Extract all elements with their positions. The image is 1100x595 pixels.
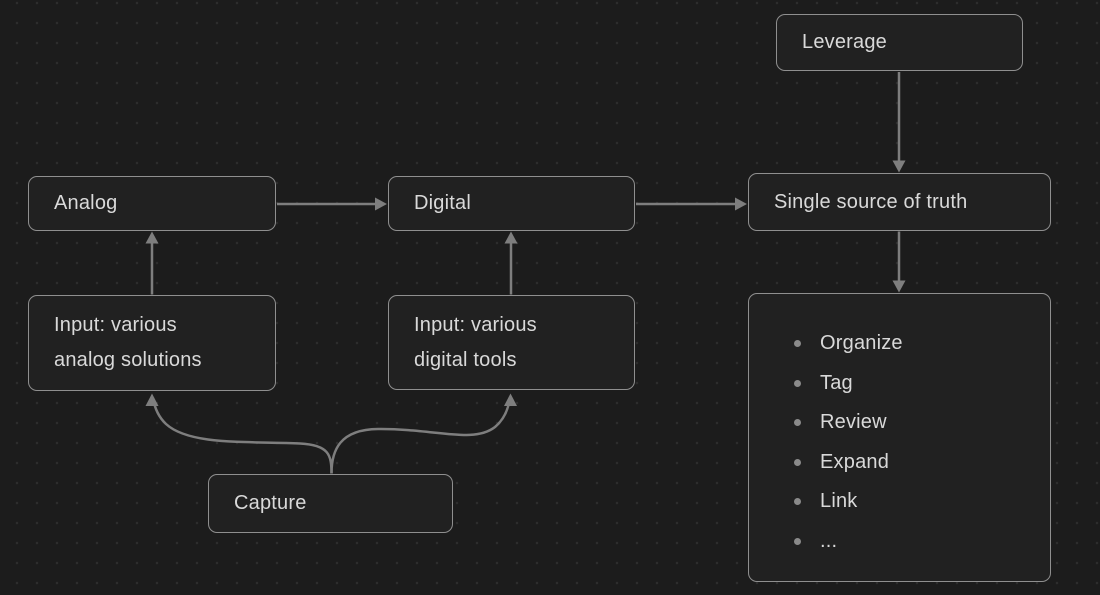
edge-single-source-to-actions (892, 231, 906, 293)
arrowhead-icon (375, 197, 387, 211)
list-item: Expand (749, 443, 1040, 483)
edge-analog-to-digital (277, 197, 387, 211)
list-item: Link (749, 482, 1040, 522)
list-item-label: Link (820, 490, 858, 513)
list-item-label: Organize (820, 332, 903, 355)
node-capture[interactable]: Capture (208, 474, 453, 533)
node-input-digital[interactable]: Input: various digital tools (388, 295, 635, 390)
node-input-analog[interactable]: Input: various analog solutions (28, 295, 276, 391)
bullet-icon (794, 537, 801, 545)
edge-input-digital-to-digital (504, 231, 518, 295)
arrowhead-icon (145, 393, 159, 406)
bullet-icon (794, 340, 801, 348)
arrowhead-icon (504, 231, 518, 244)
list-item: ... (749, 522, 1040, 562)
edge-leverage-to-single-source (892, 72, 906, 173)
node-label: Analog (54, 192, 118, 214)
node-label: Input: various analog solutions (54, 314, 202, 371)
node-single-source-of-truth[interactable]: Single source of truth (748, 173, 1051, 231)
list-item: Organize (749, 324, 1040, 364)
arrowhead-icon (735, 197, 747, 211)
list-item-label: Review (820, 411, 887, 434)
arrowhead-icon (504, 393, 517, 406)
node-label: Leverage (802, 31, 887, 53)
edge-digital-to-single-source (636, 197, 747, 211)
actions-list: Organize Tag Review Expand Link ... (749, 324, 1040, 561)
edge-input-analog-to-analog (145, 231, 159, 295)
node-label: Capture (234, 492, 307, 514)
edge-capture-to-input-digital (330, 393, 517, 474)
node-label: Single source of truth (774, 190, 968, 213)
list-item-label: ... (820, 529, 838, 552)
node-actions-list[interactable]: Organize Tag Review Expand Link ... (748, 293, 1051, 582)
list-item: Review (749, 403, 1040, 443)
node-label: Input: various digital tools (414, 313, 537, 371)
node-analog[interactable]: Analog (28, 176, 276, 231)
list-item: Tag (749, 364, 1040, 404)
arrowhead-icon (892, 160, 906, 173)
node-label: Digital (414, 192, 471, 214)
node-digital[interactable]: Digital (388, 176, 635, 231)
node-leverage[interactable]: Leverage (776, 14, 1023, 71)
bullet-icon (794, 458, 801, 466)
list-item-label: Expand (820, 450, 890, 473)
edge-capture-to-input-analog (145, 393, 333, 474)
arrowhead-icon (892, 280, 906, 293)
bullet-icon (794, 419, 801, 427)
bullet-icon (794, 379, 801, 387)
bullet-icon (794, 498, 801, 506)
list-item-label: Tag (820, 371, 853, 394)
arrowhead-icon (145, 231, 159, 244)
